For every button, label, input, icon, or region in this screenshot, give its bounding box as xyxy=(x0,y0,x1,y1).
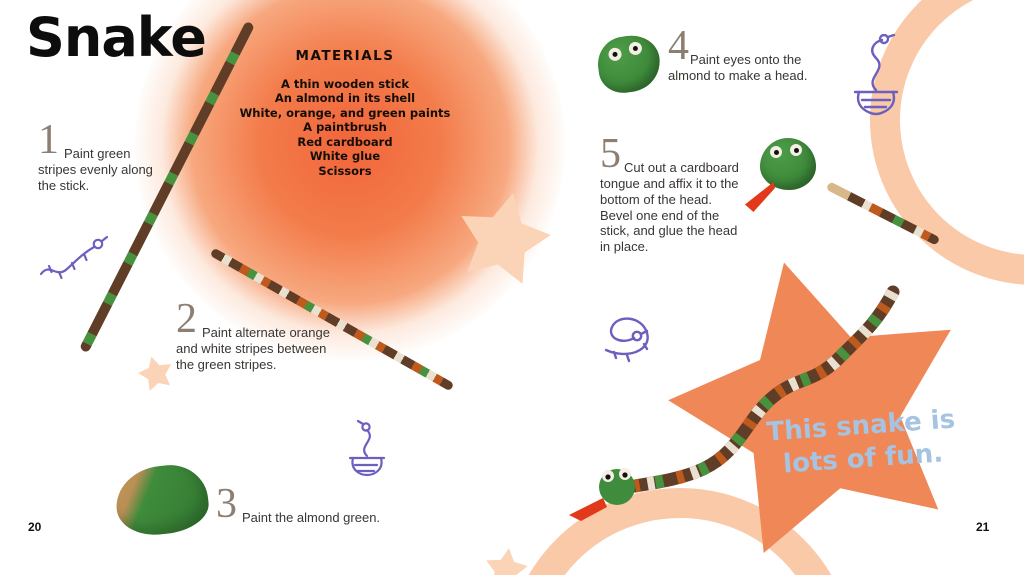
step-text: Paint the almond green. xyxy=(242,510,381,525)
step-1: 1 Paint green stripes evenly along the s… xyxy=(38,119,166,194)
step-number: 1 xyxy=(38,117,59,163)
step-2: 2 Paint alternate orange and white strip… xyxy=(176,298,338,373)
step-text: Cut out a cardboard tongue and affix it … xyxy=(600,160,739,255)
step-number: 3 xyxy=(216,481,237,527)
snake-stripe-orange xyxy=(633,288,899,493)
red-cardboard-tongue xyxy=(745,182,775,212)
peach-star-bottom xyxy=(481,545,531,575)
step-text: Paint eyes onto the almond to make a hea… xyxy=(668,52,808,83)
materials-item: White, orange, and green paints xyxy=(239,105,451,120)
snake-pupil xyxy=(632,45,639,52)
snake-eye xyxy=(628,41,643,56)
almond-head-with-eyes-photo xyxy=(594,31,664,97)
coiled-snake-doodle-icon xyxy=(604,317,649,363)
step-5: 5 Cut out a cardboard tongue and affix i… xyxy=(600,133,740,255)
step-number: 4 xyxy=(668,23,689,69)
finished-snake-photo xyxy=(569,285,900,521)
snake-head-photo xyxy=(760,138,816,190)
materials-item: White glue xyxy=(309,149,381,164)
step-number: 2 xyxy=(176,296,197,342)
snake-eye xyxy=(790,144,802,156)
snake-eye xyxy=(770,146,782,158)
peach-star-small xyxy=(134,352,178,396)
snake-doodle-icon xyxy=(39,235,108,280)
snake-pupil xyxy=(612,51,618,58)
snake-in-basket-doodle-icon xyxy=(348,419,386,477)
page-title: Snake xyxy=(26,6,207,69)
materials-item: Scissors xyxy=(318,163,372,178)
page-number-left: 20 xyxy=(28,520,42,534)
snake-tongue xyxy=(569,498,607,521)
step-text: Paint alternate orange and white stripes… xyxy=(176,325,330,372)
materials-item: An almond in its shell xyxy=(274,91,416,106)
fun-callout-text: This snake is lots of fun. xyxy=(765,404,957,480)
materials-item: A thin wooden stick xyxy=(280,77,410,91)
materials-item: Red cardboard xyxy=(297,134,393,149)
painted-almond-photo xyxy=(112,461,212,539)
step-3: 3 Paint the almond green. xyxy=(216,483,392,526)
snake-charmer-pot-doodle-icon xyxy=(853,34,899,116)
materials-list: MATERIALS A thin wooden stick An almond … xyxy=(233,48,457,178)
snake-pupil xyxy=(622,472,628,478)
snake-eye xyxy=(607,47,623,62)
snake-pupil xyxy=(794,148,799,153)
materials-item: A paintbrush xyxy=(303,120,387,135)
snake-pupil xyxy=(774,150,779,155)
page-number-right: 21 xyxy=(976,520,990,534)
step-text: Paint green stripes evenly along the sti… xyxy=(38,146,153,193)
materials-glow xyxy=(135,0,565,360)
materials-heading: MATERIALS xyxy=(295,48,395,64)
step-number: 5 xyxy=(600,131,621,177)
step-4: 4 Paint eyes onto the almond to make a h… xyxy=(668,25,822,84)
snake-pupil xyxy=(605,474,611,480)
